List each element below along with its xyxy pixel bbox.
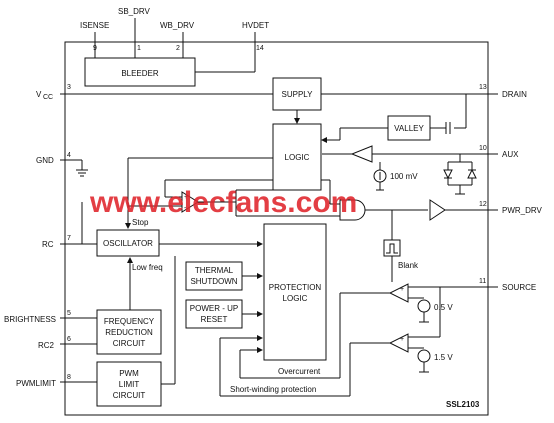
pin-source: 11 SOURCE (440, 278, 536, 292)
source-comparator-2: + (388, 333, 409, 353)
osc-comparator: + - (181, 191, 199, 213)
svg-text:5: 5 (67, 310, 71, 317)
svg-text:LIMIT: LIMIT (119, 380, 140, 389)
svg-text:THERMAL: THERMAL (195, 266, 234, 275)
aux-comparator: 100 mV (322, 145, 418, 191)
svg-text:0.5 V: 0.5 V (434, 303, 453, 312)
valley-block: VALLEY (387, 115, 431, 141)
svg-text:4: 4 (67, 152, 71, 159)
chip-outline (64, 41, 489, 416)
pin-pwr-drv: 12 PWR_DRV (445, 201, 543, 215)
chip-name: SSL2103 (446, 400, 480, 409)
svg-text:AUX: AUX (502, 150, 519, 159)
svg-text:6: 6 (67, 336, 71, 343)
svg-text:100 mV: 100 mV (390, 172, 418, 181)
pin-sb-drv: SB_DRV 1 (118, 7, 151, 60)
power-up-reset-block: POWER - UP RESET (185, 299, 243, 329)
svg-text:Low freq: Low freq (132, 263, 163, 272)
and-gate (339, 199, 428, 221)
bleeder-block: BLEEDER (84, 57, 196, 87)
svg-text:LOGIC: LOGIC (283, 294, 308, 303)
protection-logic-block: PROTECTION LOGIC (263, 223, 327, 361)
svg-text:BLEEDER: BLEEDER (121, 69, 159, 78)
svg-text:FREQUENCY: FREQUENCY (104, 317, 155, 326)
svg-text:SUPPLY: SUPPLY (282, 90, 314, 99)
svg-text:+: + (400, 286, 404, 293)
svg-text:1.5 V: 1.5 V (434, 353, 453, 362)
pin-drain: 13 DRAIN (308, 84, 527, 99)
pin-vcc: V CC 3 (36, 84, 273, 101)
svg-text:13: 13 (479, 84, 487, 91)
svg-text:PWMLIMIT: PWMLIMIT (16, 379, 56, 388)
svg-text:V: V (36, 90, 42, 99)
pin-aux: 10 AUX (372, 145, 519, 159)
svg-text:DRAIN: DRAIN (502, 90, 527, 99)
svg-text:CIRCUIT: CIRCUIT (113, 339, 146, 348)
source-comparator-1: + (388, 283, 409, 303)
pin-rc2: RC2 6 (38, 336, 97, 350)
svg-text:LOGIC: LOGIC (285, 153, 310, 162)
watermark: www.elecfans.com (89, 186, 357, 219)
svg-text:12: 12 (479, 201, 487, 208)
svg-text:8: 8 (67, 374, 71, 381)
pwm-limit-block: PWM LIMIT CIRCUIT (96, 361, 162, 407)
pin-brightness: BRIGHTNESS 5 (4, 310, 97, 324)
svg-text:REDUCTION: REDUCTION (105, 328, 153, 337)
ref-05v: 0.5 V (408, 297, 453, 323)
svg-text:SHUTDOWN: SHUTDOWN (190, 277, 237, 286)
svg-text:CIRCUIT: CIRCUIT (113, 391, 146, 400)
svg-text:RC: RC (42, 240, 54, 249)
logic-block: LOGIC (272, 123, 322, 191)
pin-rc: RC 7 (42, 235, 97, 249)
pin-pwmlimit: PWMLIMIT 8 (16, 374, 97, 388)
svg-text:-: - (184, 205, 187, 212)
svg-text:BRIGHTNESS: BRIGHTNESS (4, 315, 56, 324)
svg-text:Stop: Stop (132, 218, 149, 227)
blank-block: Blank (383, 239, 419, 270)
svg-text:CC: CC (43, 94, 53, 101)
svg-text:Blank: Blank (398, 261, 419, 270)
svg-text:VALLEY: VALLEY (394, 124, 424, 133)
svg-text:+: + (400, 336, 404, 343)
svg-text:Overcurrent: Overcurrent (278, 367, 321, 376)
svg-text:2: 2 (176, 45, 180, 52)
svg-text:Short-winding protection: Short-winding protection (230, 385, 316, 394)
svg-text:PROTECTION: PROTECTION (269, 283, 322, 292)
svg-text:3: 3 (67, 84, 71, 91)
svg-text:ISENSE: ISENSE (80, 21, 109, 30)
pwr-drv-buffer (429, 199, 446, 221)
svg-text:10: 10 (479, 145, 487, 152)
supply-block: SUPPLY (272, 77, 322, 111)
svg-text:14: 14 (256, 45, 264, 52)
frequency-reduction-block: FREQUENCY REDUCTION CIRCUIT (96, 309, 162, 355)
svg-text:PWM: PWM (119, 369, 139, 378)
svg-text:HVDET: HVDET (242, 21, 269, 30)
oscillator-block: OSCILLATOR (96, 229, 160, 257)
svg-text:WB_DRV: WB_DRV (160, 21, 195, 30)
svg-text:RESET: RESET (201, 315, 228, 324)
svg-text:9: 9 (93, 45, 97, 52)
pin-wb-drv: WB_DRV 2 (160, 21, 195, 60)
svg-text:POWER - UP: POWER - UP (190, 304, 238, 313)
pin-isense: ISENSE 9 (80, 21, 109, 60)
svg-text:+: + (184, 194, 188, 201)
pin-gnd: GND 4 (36, 152, 88, 177)
svg-text:GND: GND (36, 156, 54, 165)
svg-text:SOURCE: SOURCE (502, 283, 536, 292)
svg-text:RC2: RC2 (38, 341, 55, 350)
svg-text:11: 11 (479, 278, 486, 285)
svg-text:PWR_DRV: PWR_DRV (502, 206, 543, 215)
ref-15v: 1.5 V (408, 347, 453, 373)
svg-text:SB_DRV: SB_DRV (118, 7, 151, 16)
aux-diodes (443, 154, 477, 195)
svg-text:OSCILLATOR: OSCILLATOR (103, 239, 153, 248)
svg-text:7: 7 (67, 235, 71, 242)
thermal-shutdown-block: THERMAL SHUTDOWN (185, 261, 243, 291)
svg-text:1: 1 (137, 45, 141, 52)
